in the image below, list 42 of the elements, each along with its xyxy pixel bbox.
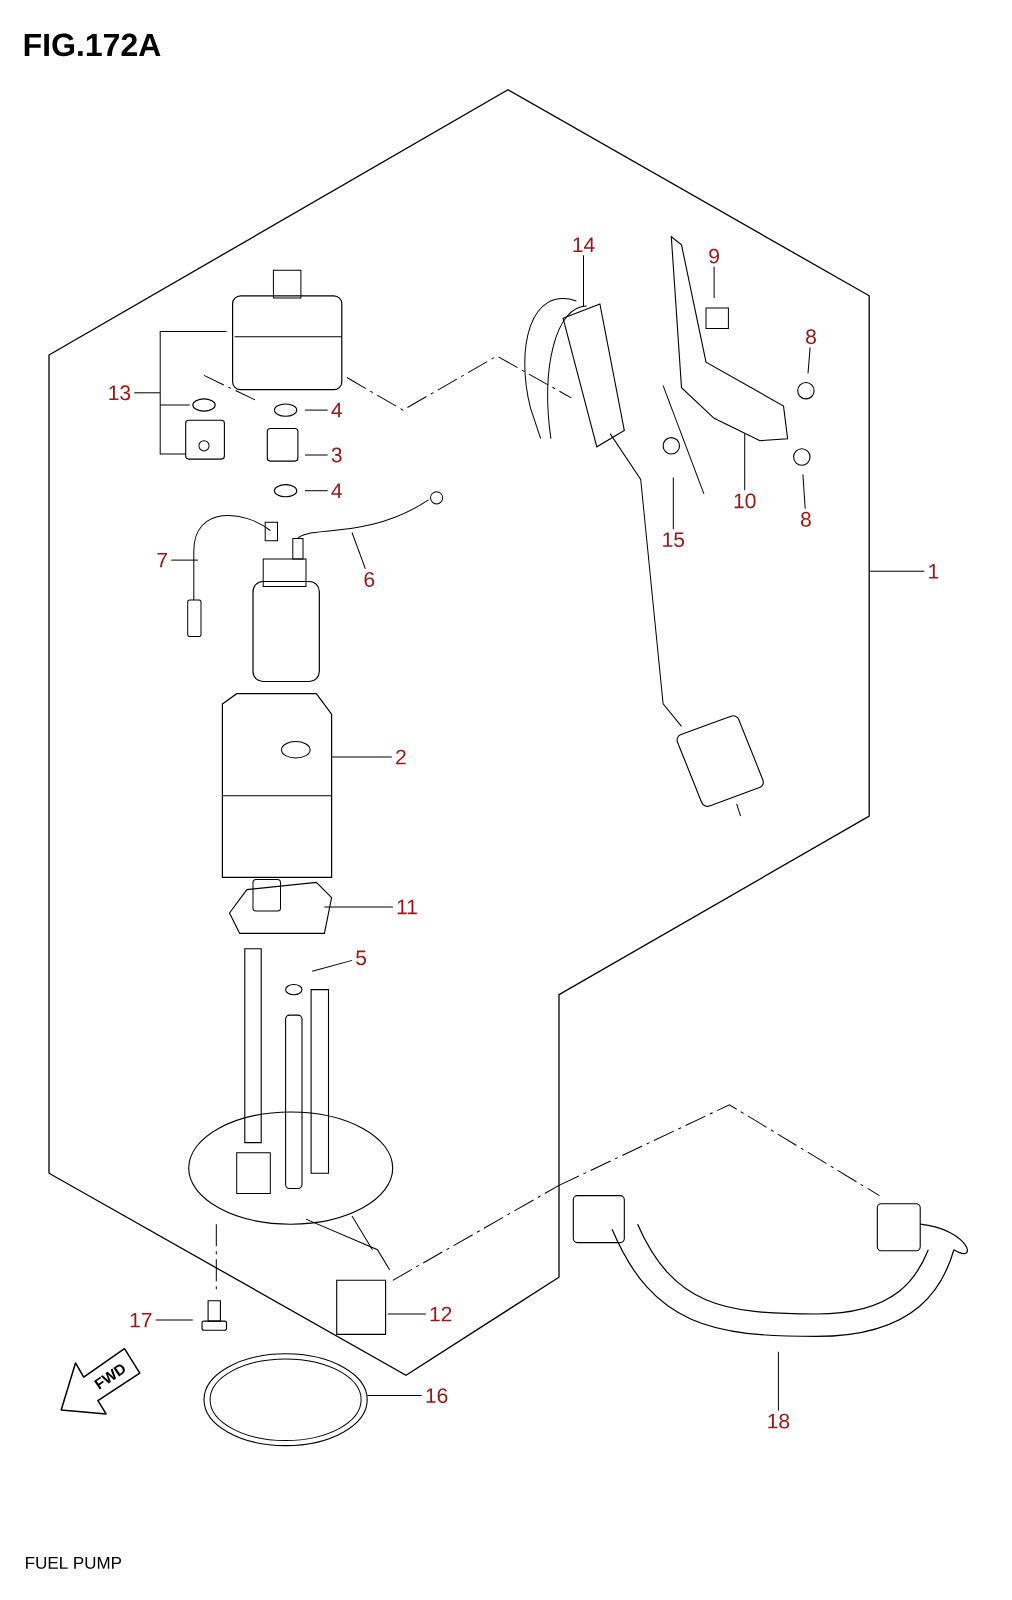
leader-line — [133, 392, 161, 394]
callout-number: 4 — [331, 402, 342, 418]
leader-line — [387, 1313, 427, 1315]
leader-line — [323, 906, 394, 908]
leader-line — [304, 454, 329, 456]
callout-number: 6 — [364, 572, 375, 587]
callout-number: 8 — [806, 329, 816, 345]
callout-number: 3 — [331, 447, 342, 463]
callout-number: 1 — [929, 564, 939, 579]
callout-number: 17 — [130, 1312, 152, 1328]
callout-number: 9 — [709, 248, 719, 264]
leader-line — [744, 433, 746, 491]
callout-number: 13 — [109, 385, 131, 401]
leader-line — [869, 570, 925, 572]
caption: FUEL PUMP — [26, 1557, 122, 1569]
leader-line — [583, 254, 584, 307]
leader-line — [304, 409, 329, 411]
leader-line — [713, 266, 715, 299]
leader-line — [311, 959, 353, 972]
leader-line — [155, 1319, 194, 1321]
leader-line — [304, 490, 329, 492]
callout-number: 4 — [331, 483, 342, 498]
leader-line — [366, 1395, 423, 1397]
callout-number: 18 — [768, 1413, 790, 1429]
figure-title: FIG.172A — [24, 33, 161, 57]
leader-line — [807, 346, 811, 374]
callout-number: 7 — [157, 552, 167, 568]
leader-line — [351, 532, 366, 570]
callout-number: 8 — [801, 511, 811, 527]
callout-number: 14 — [573, 237, 595, 253]
callout-number: 10 — [734, 493, 756, 509]
callout-number: 11 — [397, 899, 417, 915]
callout-number: 5 — [356, 950, 367, 966]
callout-number: 2 — [396, 749, 406, 765]
leader-line — [777, 1351, 779, 1411]
leader-line — [802, 473, 806, 510]
callout-number: 16 — [426, 1388, 448, 1404]
leader-line — [170, 559, 199, 561]
leader-line — [331, 756, 393, 758]
callout-number: 15 — [663, 532, 685, 548]
leader-line — [672, 476, 674, 530]
callout-number: 12 — [430, 1306, 452, 1322]
